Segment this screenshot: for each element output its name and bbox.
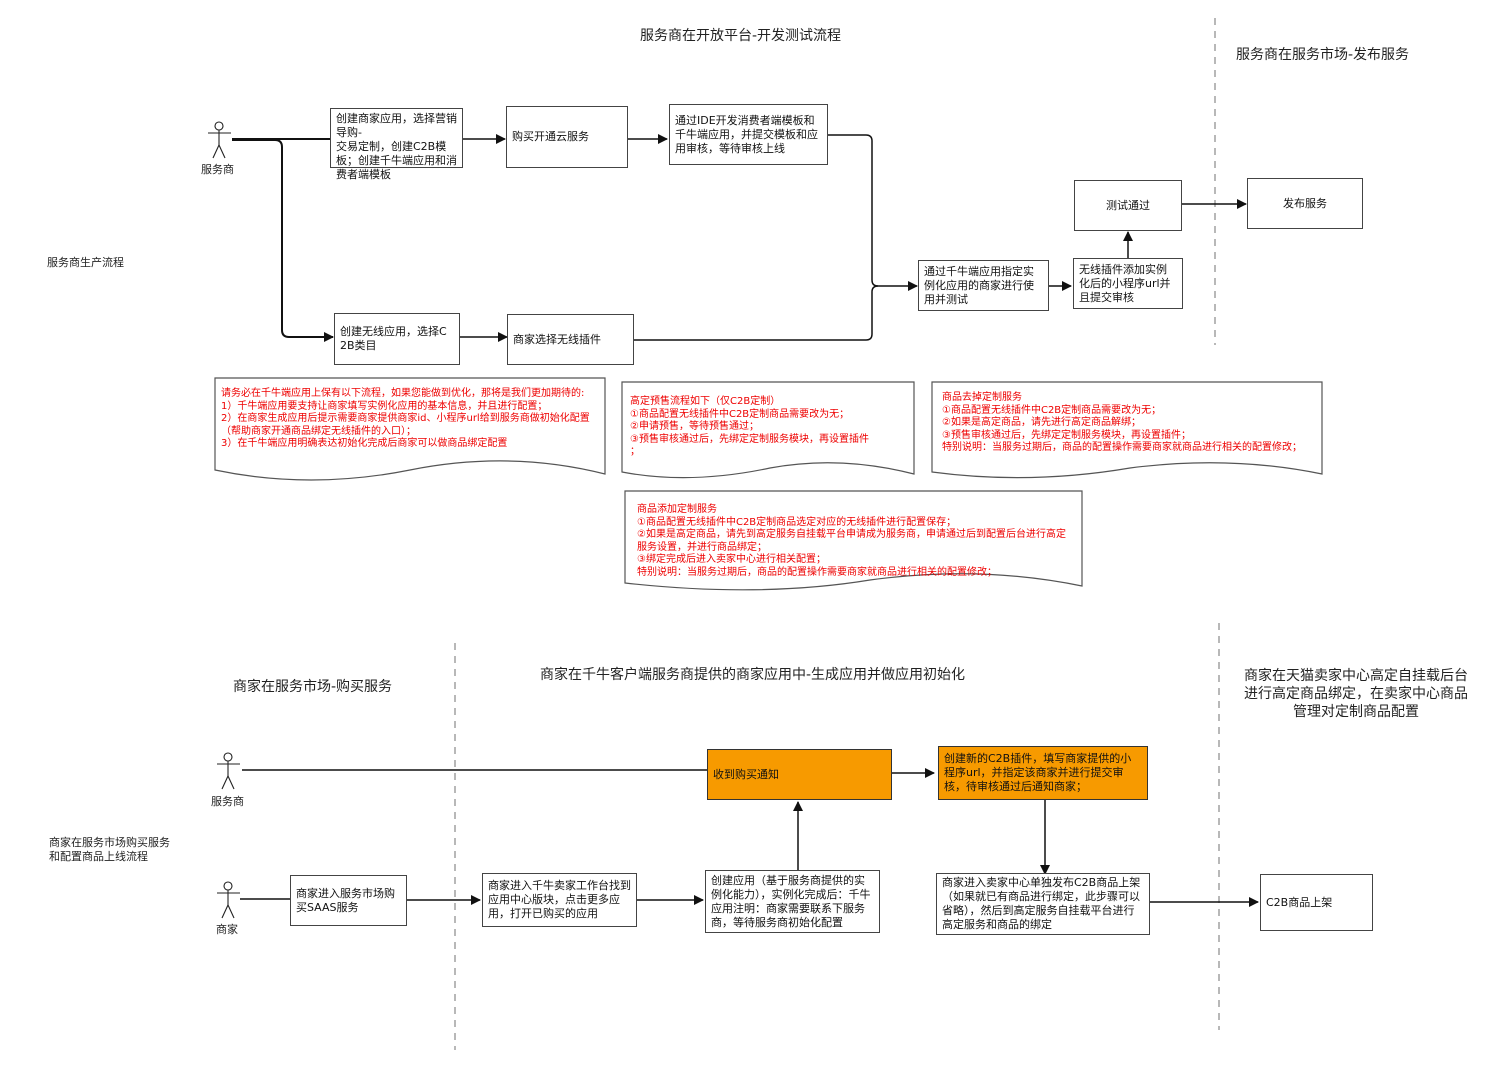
- note-shape-presale: [621, 381, 915, 479]
- edge-ide-to-test: [828, 134, 918, 291]
- box-create-c2b-plugin[interactable]: 创建新的C2B插件，填写商家提供的小程序url，并指定该商家并进行提交审核，待审…: [938, 746, 1148, 800]
- box-merchant-buy-saas[interactable]: 商家进入服务市场购买SAAS服务: [290, 875, 407, 926]
- actor-provider-top-icon: [208, 121, 231, 159]
- actor-merchant-icon: [217, 881, 240, 919]
- note-presale-flow: 高定预售流程如下（仅C2B定制） ①商品配置无线插件中C2B定制商品需要改为无；…: [630, 396, 869, 457]
- box-ide-develop[interactable]: 通过IDE开发消费者端模板和千牛端应用，并提交模板和应用审核，等待审核上线: [669, 104, 828, 165]
- actor-provider-bottom-icon: [217, 752, 240, 790]
- note-shape-add: [624, 490, 1083, 591]
- actor-label-provider-bottom: 服务商: [211, 795, 244, 808]
- box-create-app-instance[interactable]: 创建应用（基于服务商提供的实例化能力），实例化完成后：千牛应用注明：商家需要联系…: [705, 870, 880, 933]
- row-label-merchant-flow: 商家在服务市场购买服务和配置商品上线流程: [49, 836, 170, 863]
- box-text: 测试通过: [1106, 198, 1150, 212]
- box-qianniu-test[interactable]: 通过千牛端应用指定实例化应用的商家进行使用并测试: [918, 260, 1049, 311]
- box-c2b-product-online[interactable]: C2B商品上架: [1260, 874, 1373, 931]
- edge-plugin-to-test: [634, 285, 879, 341]
- box-text: 通过千牛端应用指定实例化应用的商家进行使用并测试: [924, 264, 1034, 306]
- box-create-wireless-app[interactable]: 创建无线应用，选择C 2B类目: [334, 313, 460, 365]
- note-shape-remove: [931, 381, 1323, 479]
- box-test-passed[interactable]: 测试通过: [1074, 180, 1182, 231]
- box-text: 购买开通云服务: [512, 130, 589, 143]
- lane-title-buy-service: 商家在服务市场-购买服务: [233, 679, 393, 695]
- box-text: 商家进入千牛卖家工作台找到应用中心版块，点击更多应用，打开已购买的应用: [488, 879, 631, 920]
- note-remove-custom-service: 商品去掉定制服务 ①商品配置无线插件中C2B定制商品需要改为无； ②如果是高定商…: [942, 392, 1302, 453]
- box-text: 收到购买通知: [713, 767, 779, 781]
- box-text: 发布服务: [1283, 196, 1327, 210]
- lane-title-bind-products: 商家在天猫卖家中心高定自挂载后台进行高定商品绑定，在卖家中心商品管理对定制商品配…: [1244, 668, 1468, 720]
- lane-title-generate-app: 商家在千牛客户端服务商提供的商家应用中-生成应用并做应用初始化: [540, 667, 966, 683]
- note-qianniu-requirements: 请务必在千牛端应用上保有以下流程，如果您能做到优化，那将是我们更加期待的: 1）…: [221, 388, 590, 449]
- box-text: 创建无线应用，选择C 2B类目: [340, 325, 447, 352]
- lane-title-publish: 服务商在服务市场-发布服务: [1236, 47, 1410, 63]
- box-text: 创建商家应用，选择营销导购- 交易定制，创建C2B模板；创建千牛端应用和消费者端…: [336, 112, 457, 181]
- box-select-wireless-plugin[interactable]: 商家选择无线插件: [507, 314, 634, 365]
- note-shape-qianniu: [214, 377, 606, 481]
- box-publish-service[interactable]: 发布服务: [1247, 178, 1363, 229]
- box-merchant-publish-c2b[interactable]: 商家进入卖家中心单独发布C2B商品上架（如果就已有商品进行绑定，此步骤可以省略）…: [936, 873, 1150, 935]
- box-text: 无线插件添加实例化后的小程序url并且提交审核: [1079, 262, 1171, 304]
- lane-title-dev-test: 服务商在开放平台-开发测试流程: [640, 28, 842, 44]
- actor-label-merchant: 商家: [216, 923, 238, 936]
- box-text: 商家选择无线插件: [513, 332, 601, 346]
- row-label-provider-production: 服务商生产流程: [47, 256, 124, 269]
- box-plugin-add-url[interactable]: 无线插件添加实例化后的小程序url并且提交审核: [1073, 258, 1183, 309]
- box-receive-purchase-notice[interactable]: 收到购买通知: [707, 749, 892, 800]
- box-text: 商家进入服务市场购买SAAS服务: [296, 886, 395, 914]
- box-text: 创建新的C2B插件，填写商家提供的小程序url，并指定该商家并进行提交审核，待审…: [944, 752, 1132, 793]
- actor-label-provider-top: 服务商: [201, 163, 234, 176]
- box-text: 创建应用（基于服务商提供的实例化能力），实例化完成后：千牛应用注明：商家需要联系…: [711, 873, 871, 929]
- note-add-custom-service: 商品添加定制服务 ①商品配置无线插件中C2B定制商品选定对应的无线插件进行配置保…: [637, 504, 1066, 578]
- box-text: 商家进入卖家中心单独发布C2B商品上架（如果就已有商品进行绑定，此步骤可以省略）…: [942, 876, 1141, 931]
- box-buy-cloud-service[interactable]: 购买开通云服务: [506, 106, 628, 168]
- edge-actor-to-wireless-app: [232, 139, 334, 342]
- box-merchant-open-app[interactable]: 商家进入千牛卖家工作台找到应用中心版块，点击更多应用，打开已购买的应用: [482, 873, 637, 927]
- box-create-merchant-app[interactable]: 创建商家应用，选择营销导购- 交易定制，创建C2B模板；创建千牛端应用和消费者端…: [330, 108, 463, 181]
- box-text: C2B商品上架: [1266, 895, 1333, 909]
- box-text: 通过IDE开发消费者端模板和千牛端应用，并提交模板和应用审核，等待审核上线: [675, 113, 818, 155]
